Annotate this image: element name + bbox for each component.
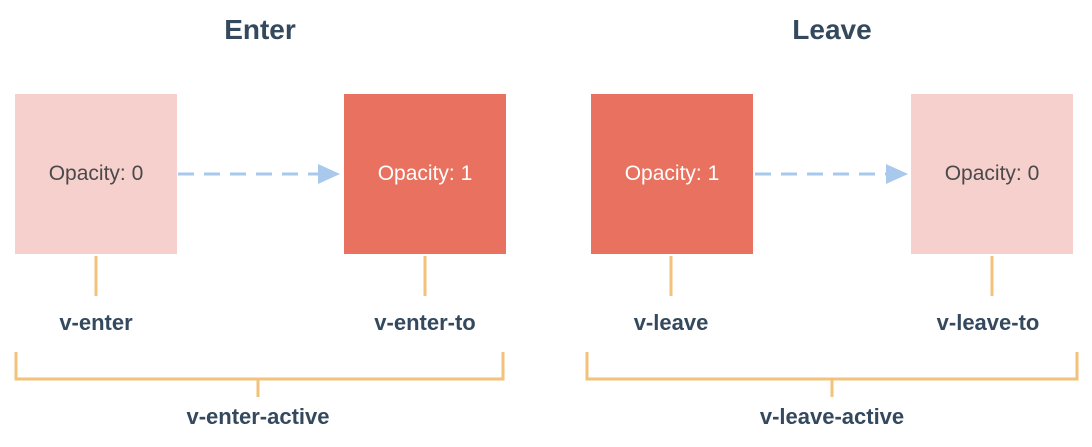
leave-title: Leave (792, 14, 872, 45)
v-enter-to-label: v-enter-to (374, 310, 476, 335)
enter-active-bracket (14, 352, 505, 397)
v-leave-to-label: v-leave-to (936, 310, 1040, 335)
leave-from-box: Opacity: 1 (591, 94, 753, 254)
v-leave-label: v-leave (633, 310, 709, 335)
leave-arrow (755, 164, 908, 184)
enter-to-box-text: Opacity: 1 (377, 162, 473, 185)
enter-from-box-text: Opacity: 0 (48, 162, 144, 185)
v-enter-active-label: v-enter-active (186, 404, 330, 429)
enter-to-box: Opacity: 1 (344, 94, 506, 254)
v-enter-label: v-enter (59, 310, 133, 335)
leave-to-box: Opacity: 0 (911, 94, 1073, 254)
enter-from-box: Opacity: 0 (15, 94, 177, 254)
leave-to-box-text: Opacity: 0 (944, 162, 1040, 185)
leave-active-bracket (585, 352, 1079, 397)
v-leave-active-label: v-leave-active (759, 404, 905, 429)
enter-title: Enter (224, 14, 296, 45)
enter-arrow (178, 164, 340, 184)
leave-from-box-text: Opacity: 1 (624, 162, 720, 185)
